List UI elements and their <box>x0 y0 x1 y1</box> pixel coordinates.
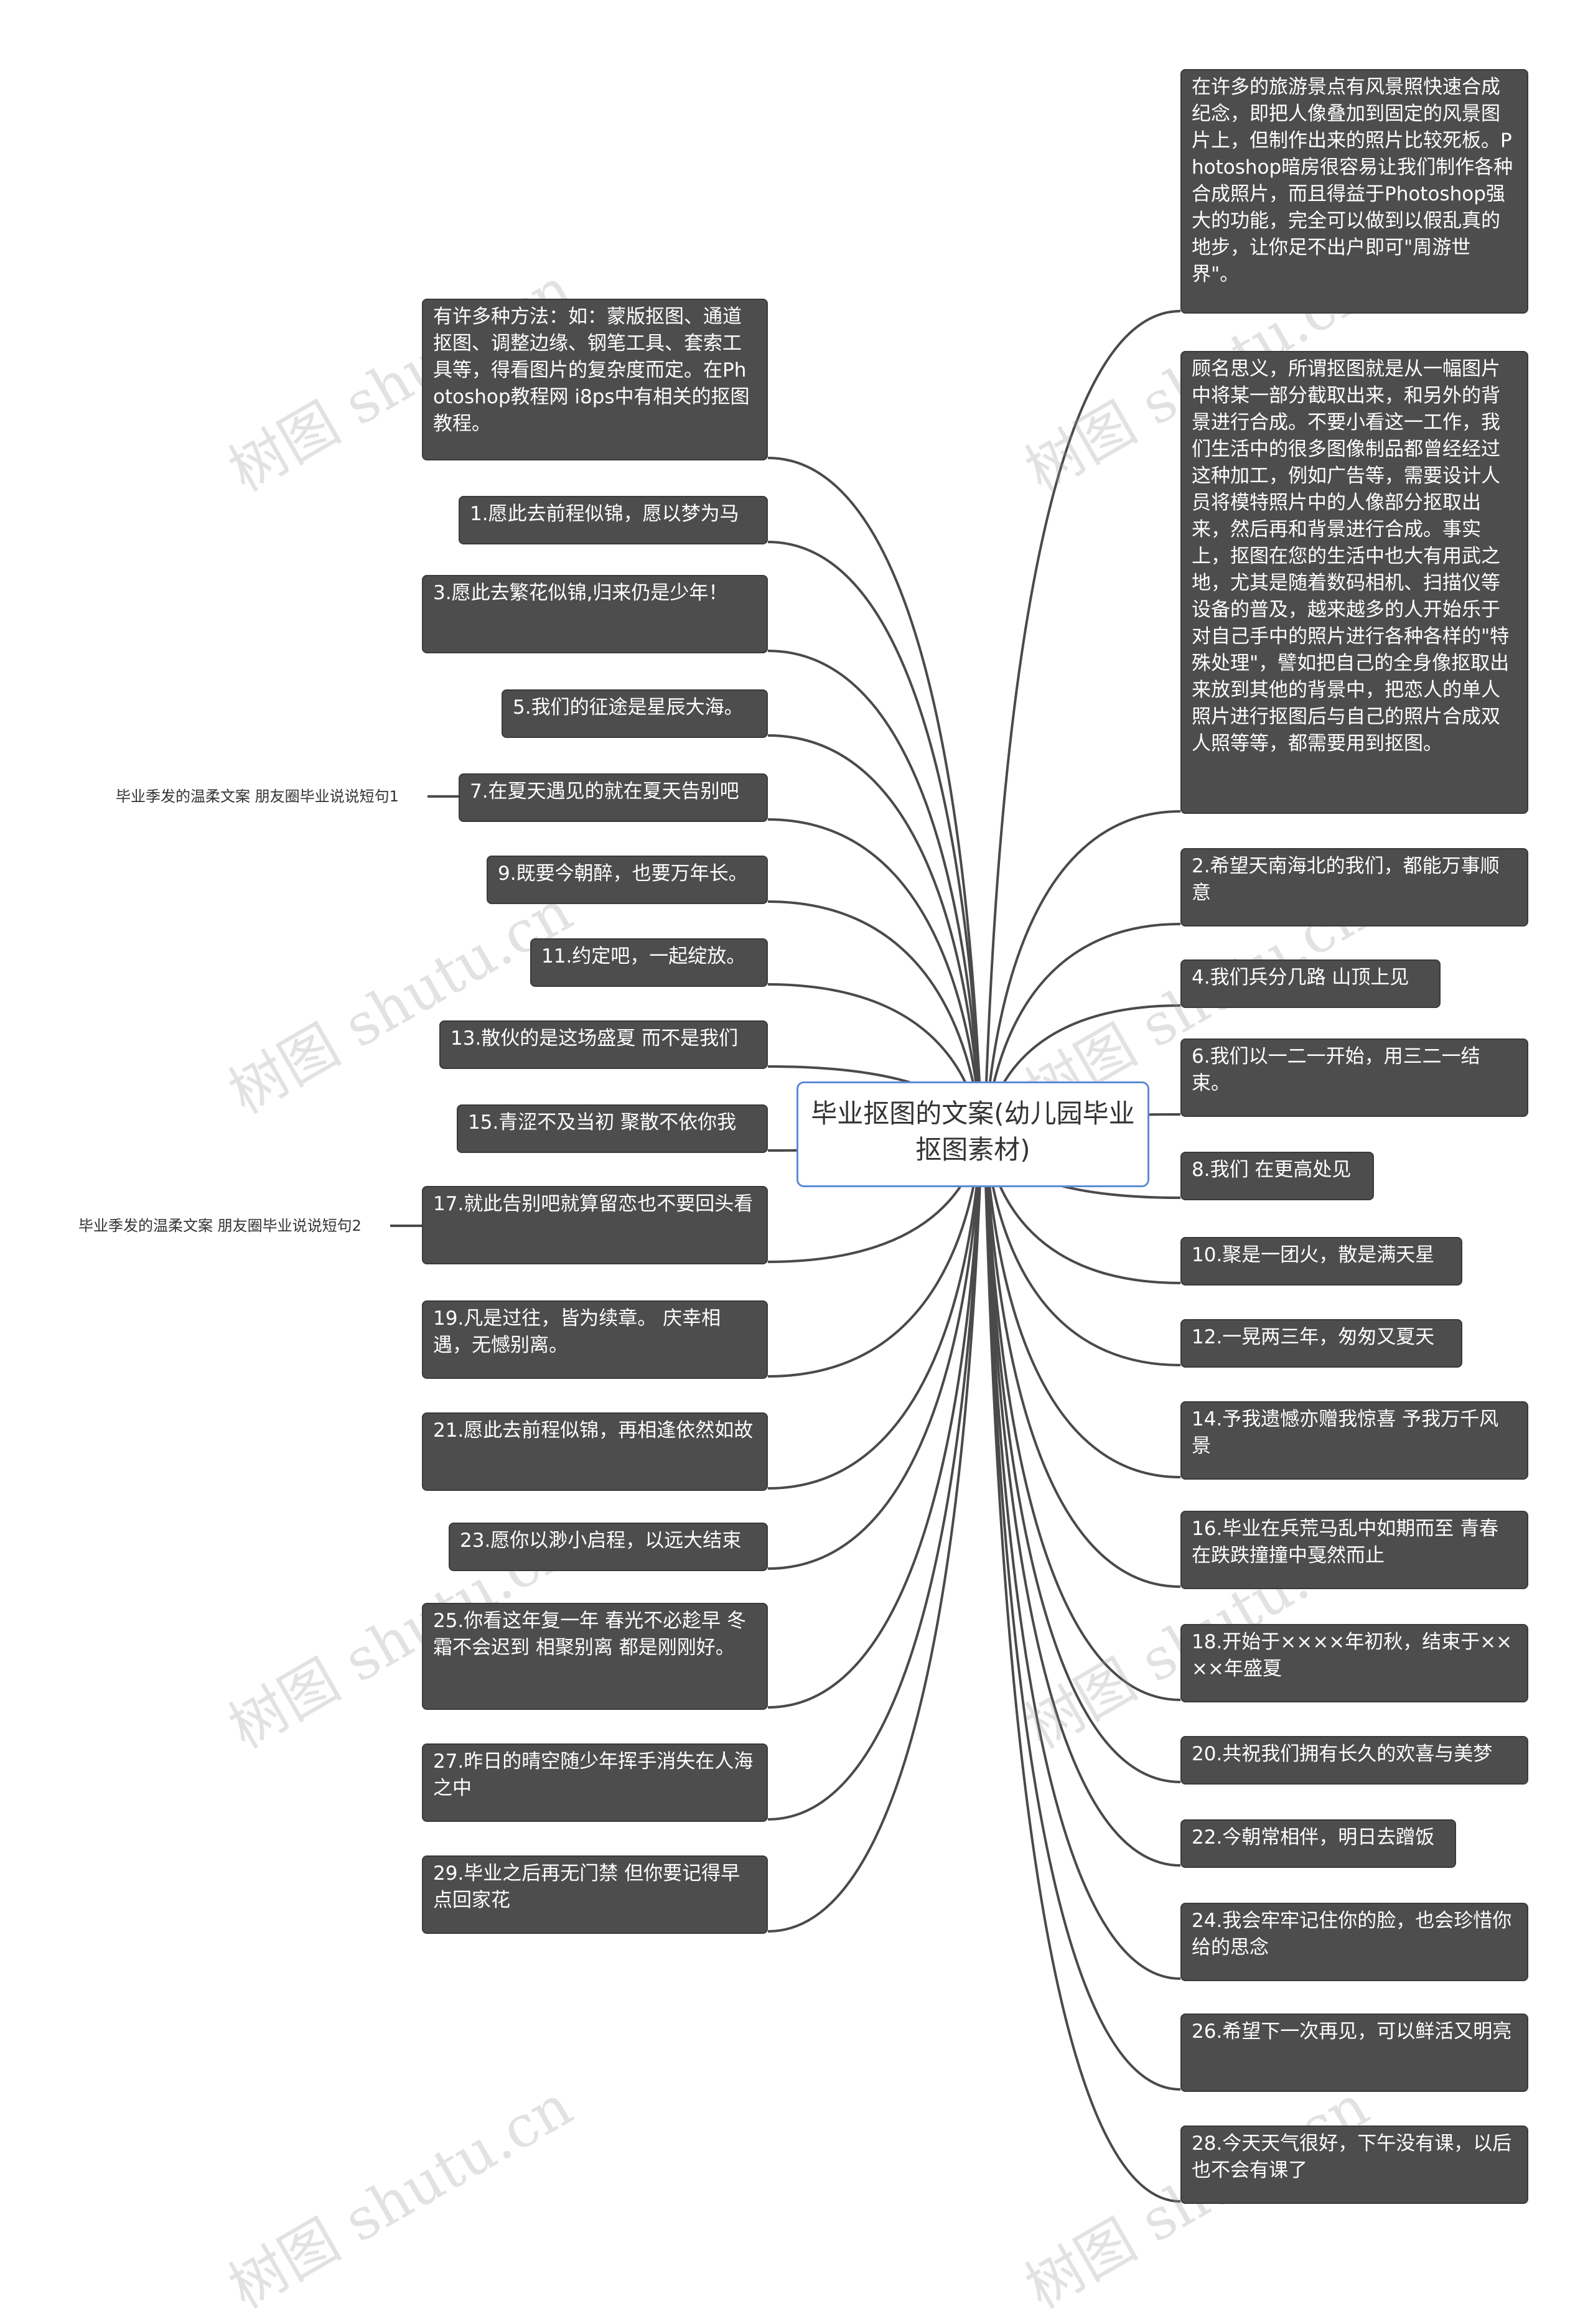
side-label-1[interactable]: 毕业季发的温柔文案 朋友圈毕业说说短句1 <box>116 788 399 805</box>
left-topic-text: 17.就此告别吧就算留恋也不要回头看 <box>433 1193 754 1215</box>
left-topic-15[interactable]: 27.昨日的晴空随少年挥手消失在人海之中 <box>422 1743 768 1822</box>
left-topic-6[interactable]: 9.既要今朝醉，也要万年长。 <box>487 856 768 904</box>
left-topic-text: 1.愿此去前程似锦，愿以梦为马 <box>470 503 739 525</box>
left-topic-text: 21.愿此去前程似锦，再相逢依然如故 <box>433 1419 754 1442</box>
left-topic-text: 3.愿此去繁花似锦,归来仍是少年！ <box>433 582 728 604</box>
right-topic-text: 16.毕业在兵荒马乱中如期而至 青春在跌跌撞撞中戛然而止 <box>1192 1518 1499 1567</box>
connector-line <box>982 1133 1181 1783</box>
right-topic-10[interactable]: 16.毕业在兵荒马乱中如期而至 青春在跌跌撞撞中戛然而止 <box>1180 1511 1528 1589</box>
left-topic-text: 25.你看这年复一年 春光不必趁早 冬霜不会迟到 相聚别离 都是刚刚好。 <box>433 1610 747 1659</box>
right-topic-16[interactable]: 28.今天天气很好，下午没有课，以后也不会有课了 <box>1180 2126 1528 2204</box>
connector-line <box>767 1133 984 1709</box>
right-topic-3[interactable]: 2.希望天南海北的我们，都能万事顺意 <box>1180 848 1528 926</box>
right-topic-13[interactable]: 22.今朝常相伴，明日去蹭饭 <box>1180 1819 1456 1868</box>
left-topic-text: 19.凡是过往，皆为续章。 庆幸相遇，无憾别离。 <box>433 1307 721 1356</box>
right-topic-14[interactable]: 24.我会牢牢记住你的脸，也会珍惜你给的思念 <box>1180 1903 1528 1981</box>
right-topic-8[interactable]: 12.一晃两三年，匆匆又夏天 <box>1180 1319 1462 1368</box>
left-topic-4[interactable]: 5.我们的征途是星辰大海。 <box>502 689 768 738</box>
right-topic-text: 8.我们 在更高处见 <box>1192 1159 1352 1181</box>
right-topic-4[interactable]: 4.我们兵分几路 山顶上见 <box>1180 959 1441 1008</box>
connector-line <box>767 1133 984 1821</box>
right-topic-text: 24.我会牢牢记住你的脸，也会珍惜你给的思念 <box>1192 1910 1512 1959</box>
left-topic-text: 7.在夏天遇见的就在夏天告别吧 <box>470 780 739 803</box>
connector-line <box>982 1133 1181 2091</box>
right-topic-text: 顾名思义，所谓抠图就是从一幅图片中将某一部分截取出来，和另外的背景进行合成。不要… <box>1192 358 1510 755</box>
left-topic-1[interactable]: 有许多种方法：如：蒙版抠图、通道抠图、调整边缘、钢笔工具、套索工具等，得看图片的… <box>422 299 768 460</box>
central-topic[interactable]: 毕业抠图的文案(幼儿园毕业抠图素材) <box>796 1081 1149 1187</box>
right-topic-1[interactable]: 在许多的旅游景点有风景照快速合成纪念，即把人像叠加到固定的风景图片上，但制作出来… <box>1180 69 1528 314</box>
left-topic-text: 27.昨日的晴空随少年挥手消失在人海之中 <box>433 1750 754 1799</box>
right-topic-9[interactable]: 14.予我遗憾亦赠我惊喜 予我万千风景 <box>1180 1401 1528 1480</box>
left-topic-text: 11.约定吧，一起绽放。 <box>541 945 746 968</box>
left-topic-text: 15.青涩不及当初 聚散不依你我 <box>468 1111 737 1134</box>
left-topic-2[interactable]: 1.愿此去前程似锦，愿以梦为马 <box>459 496 768 544</box>
right-topic-text: 22.今朝常相伴，明日去蹭饭 <box>1192 1826 1435 1849</box>
left-topic-3[interactable]: 3.愿此去繁花似锦,归来仍是少年！ <box>422 575 768 653</box>
right-topic-11[interactable]: 18.开始于××××年初秋，结束于××××年盛夏 <box>1180 1624 1528 1702</box>
connector-line <box>767 1133 984 1490</box>
left-topic-11[interactable]: 19.凡是过往，皆为续章。 庆幸相遇，无憾别离。 <box>422 1300 768 1379</box>
connector-line <box>982 1133 1181 1980</box>
left-topic-7[interactable]: 11.约定吧，一起绽放。 <box>530 938 768 987</box>
right-topic-text: 18.开始于××××年初秋，结束于××××年盛夏 <box>1192 1631 1513 1680</box>
connector-line <box>982 1133 1181 2203</box>
connector-line <box>982 1133 1181 1588</box>
left-topic-13[interactable]: 23.愿你以渺小启程，以远大结束 <box>449 1523 768 1571</box>
left-topic-5[interactable]: 7.在夏天遇见的就在夏天告别吧 <box>459 773 768 822</box>
right-topic-text: 26.希望下一次再见，可以鲜活又明亮 <box>1192 2020 1512 2043</box>
left-topic-16[interactable]: 29.毕业之后再无门禁 但你要记得早点回家花 <box>422 1855 768 1934</box>
right-topic-12[interactable]: 20.共祝我们拥有长久的欢喜与美梦 <box>1180 1736 1528 1785</box>
left-topic-text: 23.愿你以渺小启程，以远大结束 <box>460 1529 742 1552</box>
right-topic-2[interactable]: 顾名思义，所谓抠图就是从一幅图片中将某一部分截取出来，和另外的背景进行合成。不要… <box>1180 351 1528 814</box>
left-topic-10[interactable]: 17.就此告别吧就算留恋也不要回头看 <box>422 1186 768 1264</box>
left-topic-text: 29.毕业之后再无门禁 但你要记得早点回家花 <box>433 1862 740 1911</box>
connector-line <box>767 541 984 1136</box>
right-topic-text: 6.我们以一二一开始，用三二一结束。 <box>1192 1045 1480 1094</box>
left-topic-8[interactable]: 13.散伙的是这场盛夏 而不是我们 <box>439 1020 768 1069</box>
left-topic-text: 13.散伙的是这场盛夏 而不是我们 <box>451 1027 739 1050</box>
right-topic-text: 在许多的旅游景点有风景照快速合成纪念，即把人像叠加到固定的风景图片上，但制作出来… <box>1192 76 1513 286</box>
right-topic-15[interactable]: 26.希望下一次再见，可以鲜活又明亮 <box>1180 2014 1528 2092</box>
connector-line <box>767 457 984 1136</box>
central-topic-text: 毕业抠图的文案(幼儿园毕业抠图素材) <box>811 1098 1135 1165</box>
right-topic-7[interactable]: 10.聚是一团火，散是满天星 <box>1180 1237 1462 1286</box>
right-topic-text: 2.希望天南海北的我们，都能万事顺意 <box>1192 855 1500 904</box>
left-topic-text: 9.既要今朝醉，也要万年长。 <box>498 862 748 885</box>
side-label-2[interactable]: 毕业季发的温柔文案 朋友圈毕业说说短句2 <box>78 1217 362 1234</box>
connector-line <box>982 310 1181 1136</box>
left-topic-14[interactable]: 25.你看这年复一年 春光不必趁早 冬霜不会迟到 相聚别离 都是刚刚好。 <box>422 1603 768 1710</box>
right-topic-text: 12.一晃两三年，匆匆又夏天 <box>1192 1326 1435 1348</box>
left-topic-text: 5.我们的征途是星辰大海。 <box>513 696 744 719</box>
right-topic-text: 28.今天天气很好，下午没有课，以后也不会有课了 <box>1192 2132 1512 2182</box>
right-topic-text: 4.我们兵分几路 山顶上见 <box>1192 966 1409 989</box>
right-topic-5[interactable]: 6.我们以一二一开始，用三二一结束。 <box>1180 1038 1528 1117</box>
right-topic-text: 10.聚是一团火，散是满天星 <box>1192 1244 1435 1266</box>
right-topic-text: 14.予我遗憾亦赠我惊喜 予我万千风景 <box>1192 1408 1499 1457</box>
right-topic-text: 20.共祝我们拥有长久的欢喜与美梦 <box>1192 1743 1493 1765</box>
left-topic-12[interactable]: 21.愿此去前程似锦，再相逢依然如故 <box>422 1412 768 1491</box>
connector-line <box>982 1133 1181 1867</box>
connector-line <box>767 650 984 1136</box>
connector-line <box>767 1133 984 1933</box>
right-topic-6[interactable]: 8.我们 在更高处见 <box>1180 1152 1374 1200</box>
left-topic-text: 有许多种方法：如：蒙版抠图、通道抠图、调整边缘、钢笔工具、套索工具等，得看图片的… <box>433 306 750 435</box>
left-topic-9[interactable]: 15.青涩不及当初 聚散不依你我 <box>457 1104 768 1153</box>
